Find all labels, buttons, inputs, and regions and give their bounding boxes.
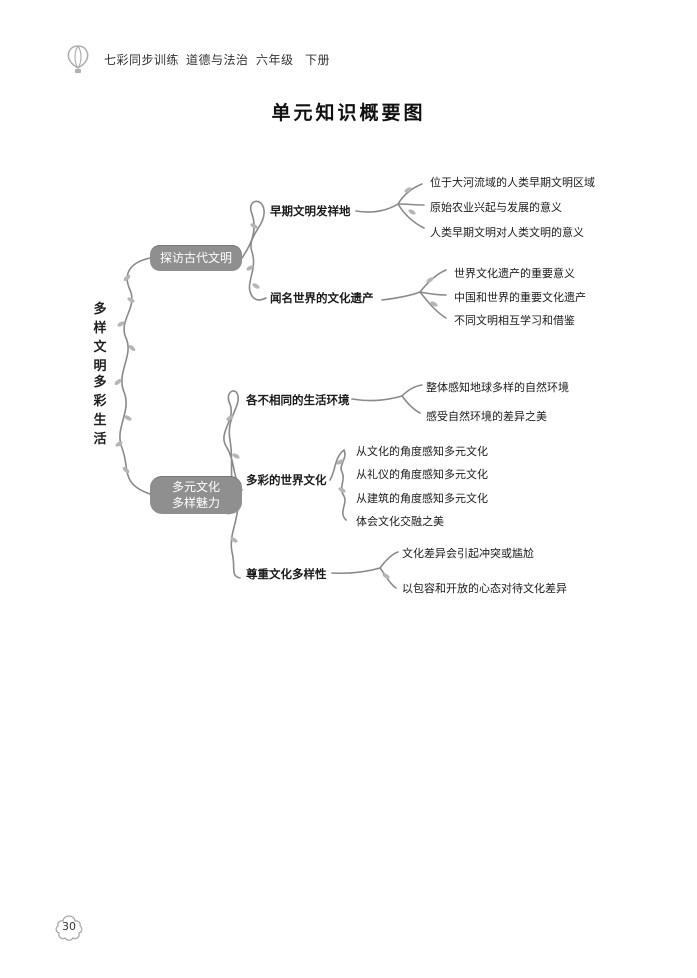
point-item: 世界文化遗产的重要意义 [454, 267, 575, 280]
point-item: 人类早期文明对人类文明的意义 [430, 226, 584, 239]
subject-name: 道德与法治 [186, 53, 249, 67]
point-item: 从礼仪的角度感知多元文化 [356, 468, 488, 481]
root-char: 生 [93, 413, 107, 428]
root-topic-line1: 多 样 文 明 [92, 300, 108, 376]
series-name: 七彩同步训练 [104, 53, 180, 67]
point-item: 整体感知地球多样的自然环境 [426, 381, 569, 394]
volume-label: 下册 [305, 53, 331, 67]
point-item: 体会文化交融之美 [356, 515, 444, 528]
topic-node: 早期文明发祥地 [270, 204, 351, 218]
branch-node-diverse-culture: 多元文化 多样魅力 [150, 476, 242, 514]
point-item: 感受自然环境的差异之美 [426, 410, 547, 423]
point-item: 从文化的角度感知多元文化 [356, 445, 488, 458]
flower-icon [55, 915, 83, 941]
root-char: 样 [93, 321, 107, 336]
branch-label-line: 多样魅力 [171, 496, 220, 510]
grade-label: 六年级 [256, 53, 294, 67]
branch-label-line: 多元文化 [171, 480, 220, 494]
point-item: 位于大河流域的人类早期文明区域 [430, 176, 595, 189]
topic-node: 闻名世界的文化遗产 [270, 291, 374, 305]
root-char: 明 [93, 359, 107, 374]
point-item: 中国和世界的重要文化遗产 [454, 291, 586, 304]
branch-label: 探访古代文明 [159, 251, 232, 265]
balloon-icon [67, 45, 89, 73]
point-item: 原始农业兴起与发展的意义 [430, 201, 562, 214]
point-item: 以包容和开放的心态对待文化差异 [402, 582, 567, 595]
point-item: 文化差异会引起冲突或尴尬 [402, 547, 534, 560]
topic-node: 尊重文化多样性 [246, 567, 327, 581]
root-topic-line2: 多 彩 生 活 [92, 373, 108, 449]
topic-node: 多彩的世界文化 [246, 473, 327, 487]
point-item: 不同文明相互学习和借鉴 [454, 314, 575, 327]
root-char: 多 [93, 375, 107, 390]
root-char: 活 [93, 432, 107, 447]
root-char: 彩 [93, 394, 107, 409]
topic-node: 各不相同的生活环境 [246, 393, 350, 407]
root-char: 文 [93, 340, 107, 355]
page-title: 单元知识概要图 [271, 102, 426, 124]
root-char: 多 [93, 302, 107, 317]
point-item: 从建筑的角度感知多元文化 [356, 492, 488, 505]
branch-node-ancient-civilization: 探访古代文明 [150, 245, 242, 271]
page-number: 30 [62, 920, 76, 933]
